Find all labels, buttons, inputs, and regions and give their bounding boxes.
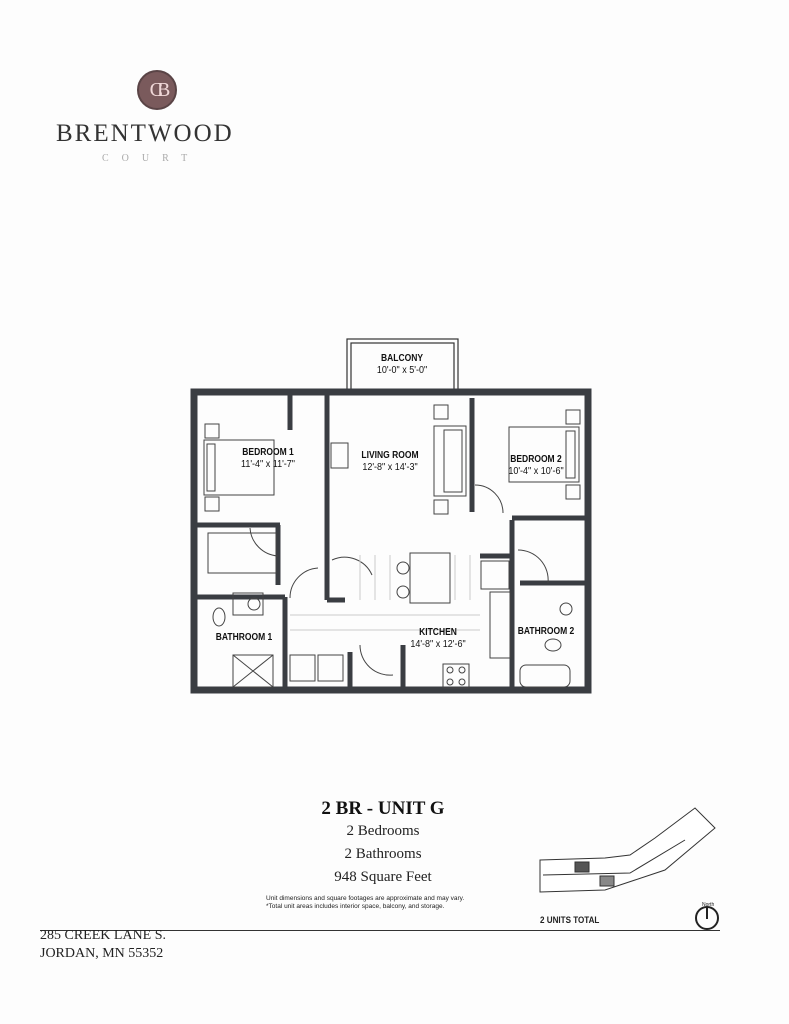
north-label: North — [702, 902, 715, 908]
room-label-bathroom-2: BATHROOM 2 — [517, 626, 575, 637]
outer-wall — [190, 388, 592, 694]
brand-logo: CB BRENTWOOD COURT — [40, 65, 270, 175]
unit-bedrooms: 2 Bedrooms — [346, 823, 420, 839]
brand-subname: COURT — [102, 153, 201, 164]
site-plan-map — [539, 807, 716, 893]
disclaimer-line-1: Unit dimensions and square footages are … — [266, 895, 465, 902]
unit-area: 948 Square Feet — [334, 869, 432, 885]
footer-divider — [40, 930, 720, 931]
brand-name: BRENTWOOD — [56, 120, 234, 147]
monogram-seal: CB — [137, 70, 177, 110]
disclaimer-line-2: *Total unit areas includes interior spac… — [266, 903, 445, 910]
north-arrow-icon — [695, 906, 719, 930]
address-line-2: JORDAN, MN 55352 — [40, 946, 164, 961]
room-label-bathroom-1: BATHROOM 1 — [215, 632, 273, 643]
unit-bathrooms: 2 Bathrooms — [344, 846, 422, 862]
units-total-label: 2 UNITS TOTAL — [540, 915, 600, 926]
unit-title: 2 BR - UNIT G — [321, 798, 445, 819]
address-line-1: 285 CREEK LANE S. — [40, 928, 166, 943]
